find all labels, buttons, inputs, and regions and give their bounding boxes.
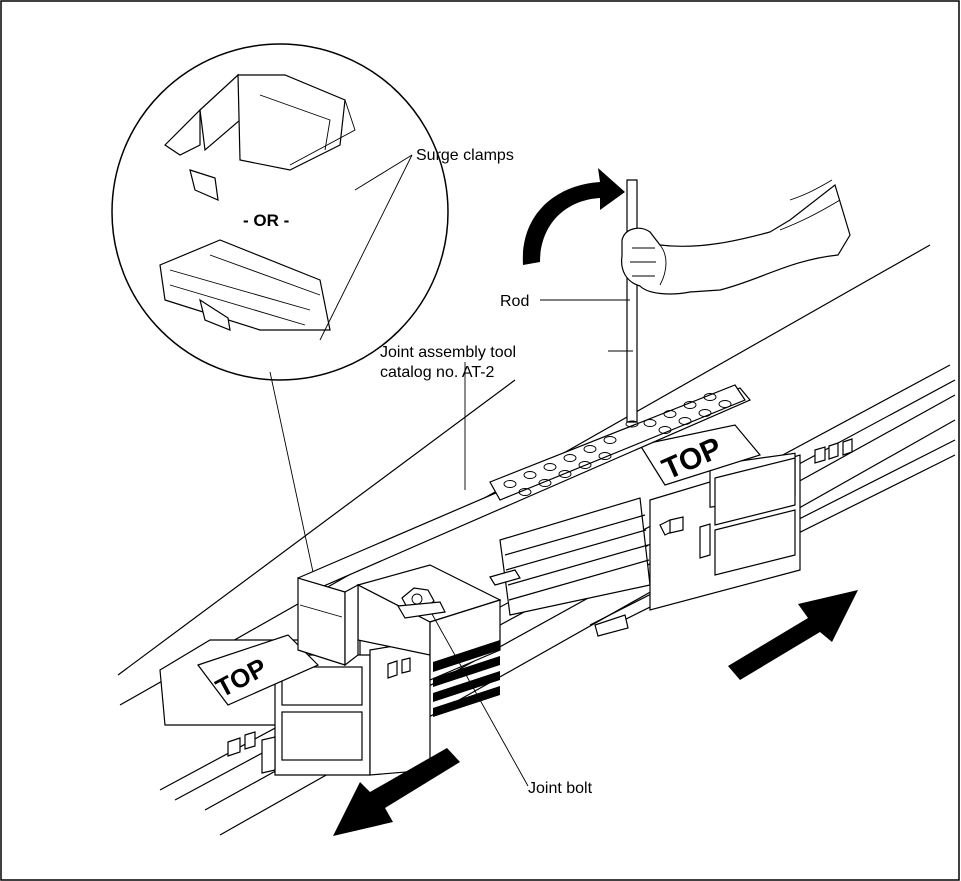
joint-assembly-tool <box>297 384 751 667</box>
or-label: - OR - <box>243 211 289 230</box>
joint-assembly-tool-label-line2: catalog no. AT-2 <box>380 364 495 381</box>
push-arrow-left <box>333 748 460 836</box>
detail-callout <box>111 43 449 381</box>
leader-lines <box>269 154 633 787</box>
surge-clamps-label: Surge clamps <box>416 147 514 164</box>
tool-holes <box>503 393 732 496</box>
push-arrow-right <box>728 590 858 680</box>
joint-assembly-tool-label-line1: Joint assembly tool <box>380 344 516 361</box>
hand-and-arm <box>621 179 851 295</box>
busway-assembly: TOP <box>117 244 956 836</box>
rod-label: Rod <box>500 293 529 310</box>
joint-bolt-label: Joint bolt <box>528 780 593 797</box>
bus-bars-left <box>433 640 500 717</box>
rod <box>625 179 639 428</box>
joint-bolt <box>397 587 446 619</box>
rotation-arrow <box>522 168 625 265</box>
